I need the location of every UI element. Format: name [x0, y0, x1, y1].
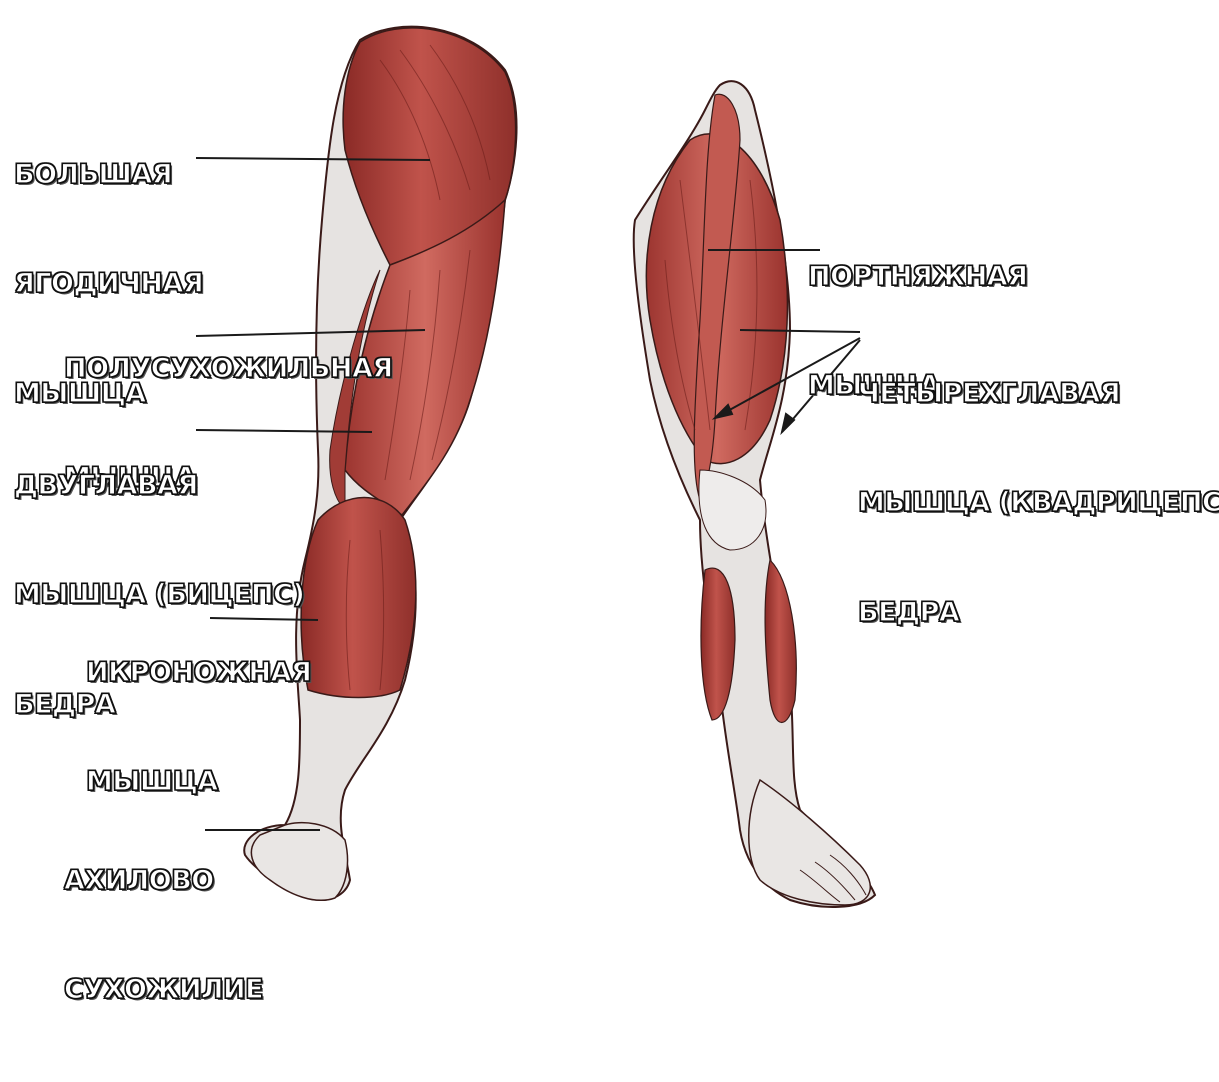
- label-achilles-line-1: АХИЛОВО: [64, 863, 263, 899]
- label-quadriceps-line-3: БЕДРА: [858, 595, 1219, 631]
- label-quadriceps-line-2: МЫШЦА (КВАДРИЦЕПС): [858, 485, 1219, 521]
- label-semitendinosus-line-1: ПОЛУСУХОЖИЛЬНАЯ: [64, 351, 393, 387]
- arrowhead-quad-3: [782, 414, 794, 432]
- label-gastrocnemius-line-1: ИКРОНОЖНАЯ: [86, 655, 311, 691]
- label-sartorius-line-1: ПОРТНЯЖНАЯ: [808, 259, 1027, 295]
- label-gluteus-line-1: БОЛЬШАЯ: [14, 157, 203, 193]
- label-achilles-line-2: СУХОЖИЛИЕ: [64, 972, 263, 1008]
- label-quadriceps: ЧЕТЫРЕХГЛАВАЯ МЫШЦА (КВАДРИЦЕПС) БЕДРА: [858, 303, 1219, 704]
- label-quadriceps-line-1: ЧЕТЫРЕХГЛАВАЯ: [858, 376, 1219, 412]
- front-foot-shape: [749, 780, 871, 905]
- label-biceps-line-1: ДВУГЛАВАЯ: [14, 468, 304, 504]
- leg-muscles-diagram: БОЛЬШАЯ ЯГОДИЧНАЯ МЫШЦА ПОЛУСУХОЖИЛЬНАЯ …: [0, 0, 1219, 928]
- shin-lateral-shape: [765, 560, 796, 723]
- label-achilles-tendon: АХИЛОВО СУХОЖИЛИЕ: [64, 790, 263, 1082]
